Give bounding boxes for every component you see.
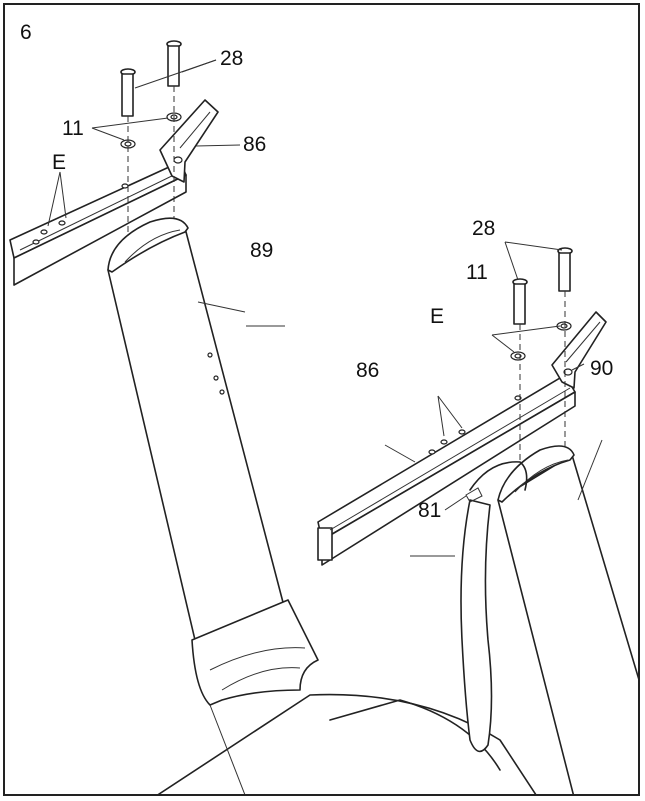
part-label-11-top: 11	[62, 117, 84, 140]
part-label-e-left: E	[52, 151, 67, 174]
leader-lines	[47, 59, 585, 511]
right-crossbar	[317, 374, 576, 566]
part-label-86-right: 86	[356, 359, 380, 382]
part-label-81: 81	[418, 499, 442, 522]
right-bolt-2	[557, 247, 573, 292]
part-label-28-top: 28	[220, 47, 244, 70]
part-label-90: 90	[590, 357, 614, 380]
right-bolt-1	[512, 278, 528, 325]
cable	[410, 461, 528, 753]
left-bracket	[159, 99, 219, 183]
left-upright	[107, 217, 319, 706]
part-label-11-right: 11	[466, 261, 488, 284]
left-crossbar	[9, 161, 187, 286]
part-label-28-right: 28	[472, 217, 496, 240]
right-bracket	[551, 311, 607, 389]
step-number: 6	[20, 21, 32, 44]
part-label-e-right: E	[430, 305, 445, 328]
part-label-89: 89	[250, 239, 274, 262]
part-label-86-top: 86	[243, 133, 267, 156]
left-bolt-2	[166, 40, 182, 87]
left-bolt-1	[120, 68, 136, 117]
right-upright	[497, 439, 638, 794]
